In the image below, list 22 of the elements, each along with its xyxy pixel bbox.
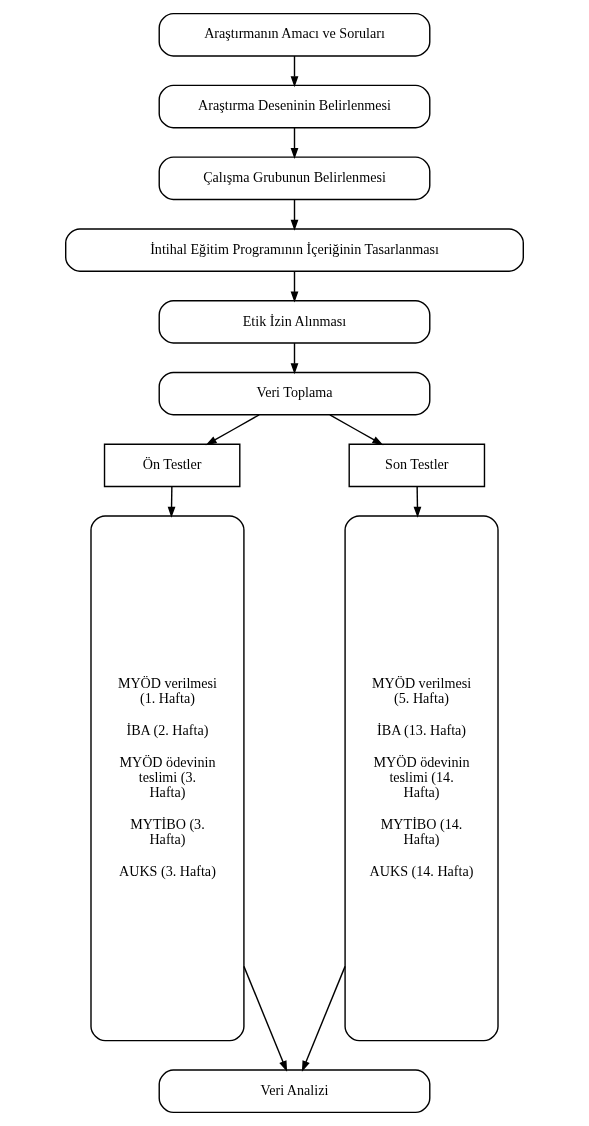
node-box: Veri Toplama: [158, 371, 431, 416]
node-box: Son Testler: [348, 443, 486, 488]
node-box: MYÖD verilmesi (5. Hafta) İBA (13. Hafta) MYÖD ödevinin teslimi (14. Hafta) MYTİBO (14. Hafta) AUKS (14. Hafta): [344, 515, 499, 1042]
node-box: Çalışma Grubunun Belirlenmesi: [158, 156, 431, 201]
arrow: [301, 965, 346, 1072]
node-box: MYÖD verilmesi (1. Hafta) İBA (2. Hafta) MYÖD ödevinin teslimi (3. Hafta) MYTİBO (3. Hafta) AUKS (3. Hafta): [90, 515, 245, 1042]
arrow: [167, 486, 176, 518]
node-box: Veri Analizi: [158, 1069, 431, 1114]
arrow: [290, 198, 299, 231]
arrow: [290, 127, 299, 160]
node-box: Ön Testler: [103, 443, 241, 488]
node-box: Etik İzin Alınması: [158, 299, 431, 344]
arrow: [205, 414, 260, 446]
arrow: [290, 55, 299, 88]
arrow: [413, 486, 422, 518]
arrow: [290, 342, 299, 375]
arrow: [243, 965, 288, 1072]
node-box: Araştırmanın Amacı ve Soruları: [158, 12, 431, 57]
arrow: [329, 414, 384, 446]
node-box: Araştırma Deseninin Belirlenmesi: [158, 84, 431, 129]
arrow: [290, 270, 299, 303]
node-box: İntihal Eğitim Programının İçeriğinin Tasarlanması: [65, 228, 524, 272]
